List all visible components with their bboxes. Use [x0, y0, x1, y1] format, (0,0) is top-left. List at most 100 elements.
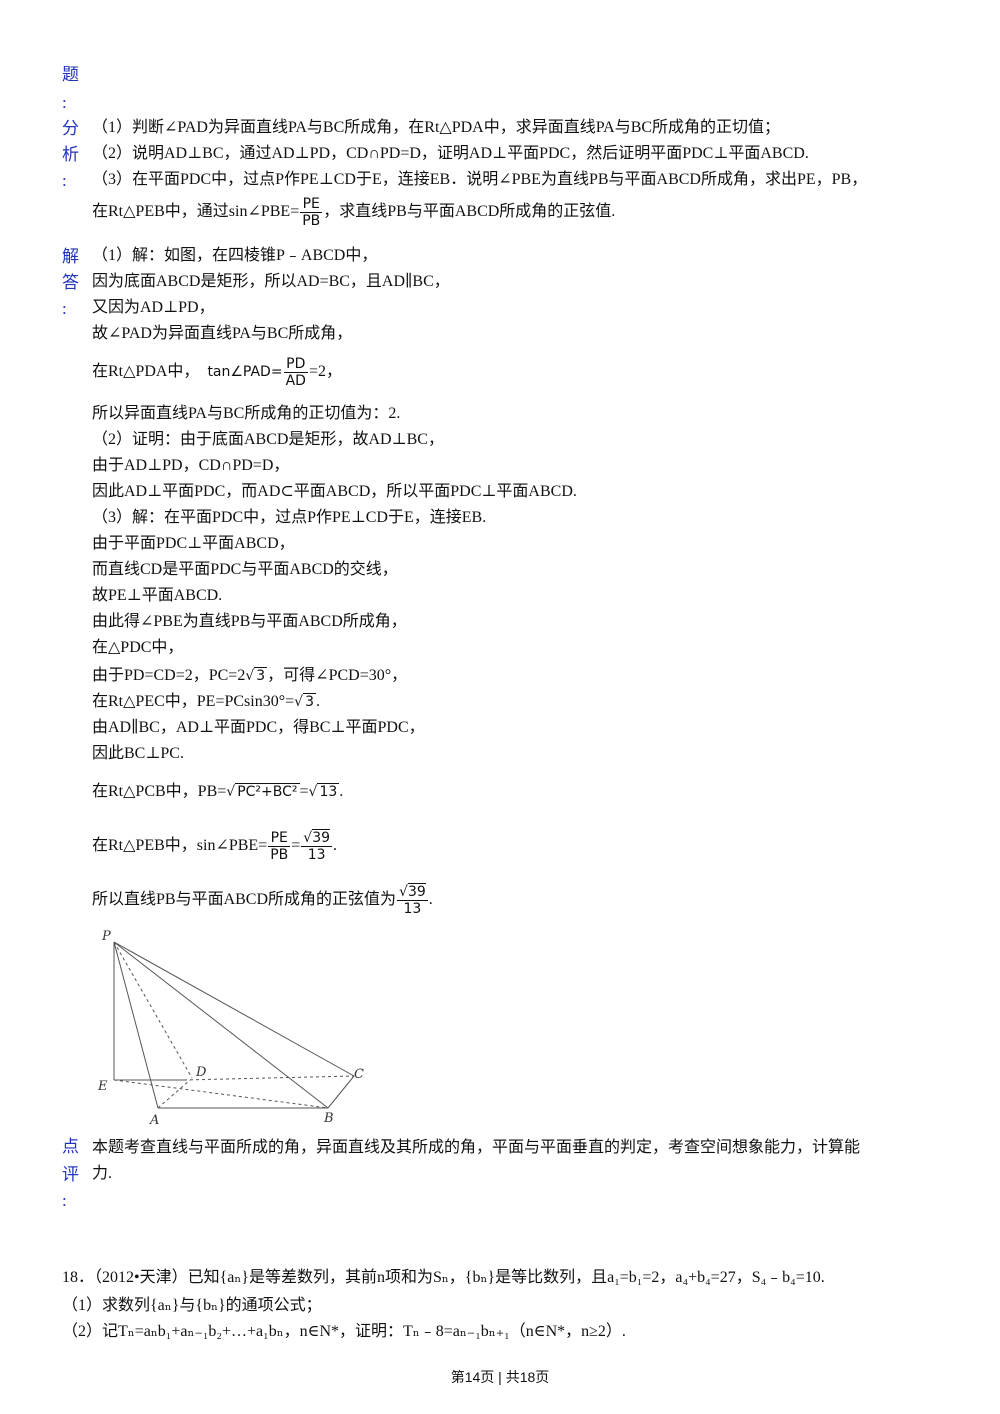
analysis-line-2: （2）说明AD⊥BC，通过AD⊥PD，CD∩PD=D，证明AD⊥平面PDC，然后… — [92, 145, 809, 162]
label-fen: 分 — [62, 119, 79, 138]
problem18-line-3: （2）记Tₙ=aₙb₁+aₙ₋₁b₂+…+a₁bₙ，n∈N*，证明：Tₙ﹣8=a… — [62, 1323, 626, 1340]
problem18-line-1: 18．（2012•天津）已知{aₙ}是等差数列，其前n项和为Sₙ，{bₙ}是等比… — [62, 1269, 825, 1286]
sqrt-radicand: 3 — [254, 667, 268, 684]
comment-line-1: 本题考查直线与平面所成的角，异面直线及其所成的角，平面与平面垂直的判定，考查空间… — [92, 1139, 861, 1156]
sqrt-radicand: 13 — [317, 783, 340, 800]
pyramid-figure: P D C E A B — [97, 929, 364, 1126]
edge-PD — [113, 941, 193, 1079]
label-xi: 析 — [62, 145, 79, 164]
solution-line-13: 故PE⊥平面ABCD. — [92, 587, 223, 604]
solution-line-9: 因此AD⊥平面PDC，而AD⊂平面ABCD，所以平面PDC⊥平面ABCD. — [92, 483, 577, 500]
problem18-line-2: （1）求数列{aₙ}与{bₙ}的通项公式； — [62, 1297, 322, 1314]
sqrt: √13 — [308, 783, 340, 800]
solution-line-12: 而直线CD是平面PDC与平面ABCD的交线， — [92, 561, 398, 578]
solution-text: 在Rt△PDA中， — [92, 363, 200, 381]
point-label-C: C — [354, 1067, 364, 1082]
solution-line-6: 所以异面直线PA与BC所成角的正切值为：2. — [92, 405, 401, 422]
solution-text: . — [333, 837, 338, 855]
fraction-denominator: 13 — [307, 847, 326, 863]
fraction-denominator: AD — [285, 373, 306, 389]
fraction-numerator: PD — [283, 356, 308, 373]
solution-line-20: 在Rt△PCB中，PB=√PC²+BC²=√13. — [92, 780, 343, 804]
solution-line-4: 故∠PAD为异面直线PA与BC所成角， — [92, 325, 353, 342]
sqrt-radicand: 39 — [407, 883, 426, 900]
analysis-line-3: （3）在平面PDC中，过点P作PE⊥CD于E，连接EB．说明∠PBE为直线PB与… — [92, 171, 868, 188]
analysis-text: ，求直线PB与平面ABCD所成角的正弦值. — [323, 203, 616, 221]
fraction-numerator: √39 — [301, 829, 333, 847]
solution-line-3: 又因为AD⊥PD， — [92, 299, 215, 316]
label-ping: 评 — [62, 1165, 79, 1184]
label-colon: : — [62, 171, 67, 190]
fraction-numerator: √39 — [397, 883, 428, 901]
solution-text: 在Rt△PEC中，PE=PCsin30°= — [92, 693, 295, 710]
solution-text: = — [299, 783, 309, 800]
label-colon: : — [62, 1191, 67, 1210]
sqrt: √3 — [245, 667, 268, 684]
comment-line-2: 力. — [92, 1165, 113, 1182]
solution-line-16: 由于PD=CD=2，PC=2√3，可得∠PCD=30°， — [92, 664, 407, 688]
point-label-A: A — [149, 1113, 159, 1126]
analysis-line-1: （1）判断∠PAD为异面直线PA与BC所成角，在Rt△PDA中，求异面直线PA与… — [92, 119, 781, 136]
edge-DC — [183, 1075, 355, 1081]
solution-line-11: 由于平面PDC⊥平面ABCD， — [92, 535, 295, 552]
solution-line-8: 由于AD⊥PD，CD∩PD=D， — [92, 457, 290, 474]
solution-formula: tan∠PAD= — [207, 364, 283, 381]
label-dian: 点 — [62, 1137, 79, 1156]
solution-line-10: （3）解：在平面PDC中，过点P作PE⊥CD于E，连接EB. — [92, 509, 487, 526]
fraction-numerator: PE — [300, 196, 323, 213]
solution-text: = — [291, 837, 301, 855]
solution-text: =2， — [308, 363, 342, 381]
solution-line-18: 由AD∥BC，AD⊥平面PDC，得BC⊥平面PDC， — [92, 719, 425, 736]
solution-line-15: 在△PDC中， — [92, 639, 184, 656]
solution-text: 由于PD=CD=2，PC=2 — [92, 667, 246, 684]
point-label-P: P — [101, 929, 111, 944]
solution-text: . — [315, 693, 320, 710]
solution-text: . — [339, 783, 344, 800]
label-colon: : — [62, 93, 67, 112]
fraction-denominator: 13 — [403, 901, 422, 917]
analysis-text: 在Rt△PEB中，通过sin∠PBE= — [92, 203, 300, 221]
sqrt: √3 — [294, 693, 316, 710]
edge-BC — [327, 1075, 355, 1109]
edge-PB — [113, 941, 329, 1109]
sqrt-radicand: 39 — [312, 829, 331, 846]
solution-text: 所以直线PB与平面ABCD所成角的正弦值为 — [92, 891, 397, 909]
solution-text: 在Rt△PCB中，PB= — [92, 783, 227, 800]
solution-line-14: 由此得∠PBE为直线PB与平面ABCD所成角， — [92, 613, 407, 630]
edge-PA — [113, 941, 159, 1109]
point-label-E: E — [97, 1079, 108, 1094]
edge-AD — [157, 1079, 191, 1109]
label-ti: 题 — [62, 65, 79, 84]
fraction-numerator: PE — [268, 830, 291, 847]
page-footer: 第14页 | 共18页 — [450, 1369, 550, 1385]
solution-line-17: 在Rt△PEC中，PE=PCsin30°=√3. — [92, 690, 320, 714]
solution-line-19: 因此BC⊥PC. — [92, 745, 184, 762]
label-da: 答 — [62, 273, 79, 292]
label-colon: : — [62, 299, 67, 318]
solution-line-2: 因为底面ABCD是矩形，所以AD=BC，且AD∥BC， — [92, 273, 450, 290]
point-label-D: D — [195, 1065, 207, 1080]
solution-text: ，可得∠PCD=30°， — [267, 667, 408, 684]
edge-EB — [113, 1079, 329, 1109]
point-label-B: B — [323, 1111, 334, 1126]
solution-line-1: （1）解：如图，在四棱锥P﹣ABCD中， — [92, 247, 378, 264]
sqrt-radicand: PC²+BC² — [235, 783, 300, 800]
fraction-denominator: PB — [302, 213, 321, 229]
edge-PC — [113, 941, 355, 1077]
fraction-denominator: PB — [270, 847, 289, 863]
sqrt-radicand: 3 — [303, 693, 316, 710]
sqrt: √PC²+BC² — [226, 783, 300, 800]
solution-line-7: （2）证明：由于底面ABCD是矩形，故AD⊥BC， — [92, 431, 444, 448]
solution-text: . — [428, 891, 433, 909]
label-jie: 解 — [62, 247, 79, 266]
solution-text: 在Rt△PEB中，sin∠PBE= — [92, 837, 268, 855]
